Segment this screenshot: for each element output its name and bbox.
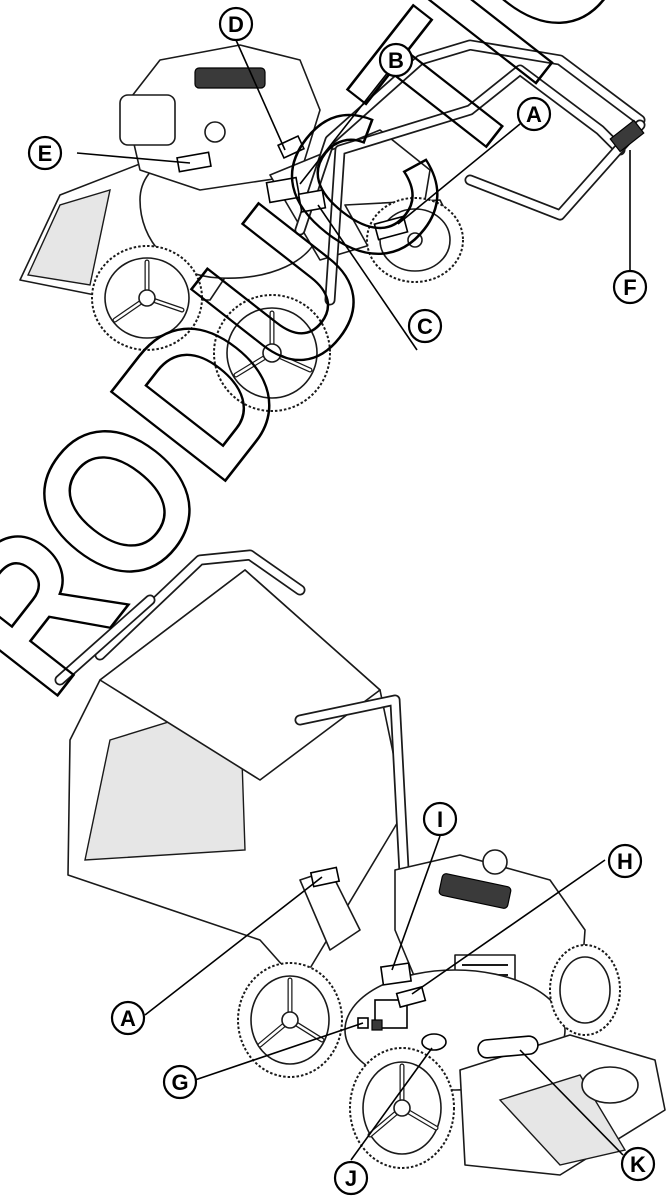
callout-K: K [620,1146,656,1182]
svg-text:I: I [437,807,443,832]
top-fuel-tank [119,94,176,146]
callout-I: I [422,801,458,837]
top-handle-control [609,119,645,153]
svg-text:D: D [228,12,244,37]
circled-letter-icon [612,269,648,305]
circled-letter-icon [333,1160,369,1196]
bottom-wheel-rear-left [237,962,343,1078]
callout-G: G [162,1064,198,1100]
top-nozzle-shade [26,188,111,286]
bottom-leader-lines [144,835,624,1161]
circled-letter-icon [607,843,643,879]
decal-A-bottom [309,866,341,888]
svg-text:B: B [388,48,404,73]
bottom-wheel-right [549,944,621,1036]
top-vacuum-illustration [19,39,646,412]
callout-F: F [612,269,648,305]
bottom-wheel-front-left [349,1047,455,1169]
bottom-fuel-cap [482,849,508,875]
decal-G-icon [371,1019,383,1031]
callout-B: B [378,42,414,78]
circled-letter-icon [110,1000,146,1036]
watermark-text: RODUCTION [0,0,670,734]
svg-text:G: G [171,1070,188,1095]
top-engine-fins [194,67,266,89]
watermark: RODUCTION [0,0,670,734]
svg-text:A: A [526,102,542,127]
svg-text:E: E [38,141,53,166]
callout-A-bottom: A [110,1000,146,1036]
circled-letter-icon [516,96,552,132]
callout-D: D [218,6,254,42]
decal-I-bottom [379,962,413,986]
top-wheel-front-right [213,294,331,412]
bottom-engine-fins [438,873,512,909]
decal-E-top [176,151,212,173]
top-leader-lines [76,39,631,351]
top-engine-block [124,44,321,191]
nozzle-intake [581,1066,639,1104]
collection-bag-top-panel [99,569,381,781]
circled-letter-icon [620,1146,656,1182]
callout-J: J [333,1160,369,1196]
svg-text:J: J [345,1166,357,1191]
top-fuel-cap [204,121,226,143]
svg-text:A: A [120,1006,136,1031]
svg-text:K: K [630,1152,646,1177]
svg-text:C: C [417,314,433,339]
svg-text:F: F [623,275,636,300]
circled-letter-icon [422,801,458,837]
callout-C: C [407,308,443,344]
circled-letter-icon [407,308,443,344]
bottom-vacuum-illustration [54,549,666,1176]
svg-text:H: H [617,849,633,874]
circled-letter-icon [27,135,63,171]
circled-letter-icon [218,6,254,42]
circled-letter-icon [378,42,414,78]
decal-B-top [265,176,301,204]
top-wheel-front-left [91,245,203,351]
decal-H-bottom [395,985,427,1009]
callout-H: H [607,843,643,879]
circled-letter-icon [162,1064,198,1100]
decal-D-top [277,134,305,160]
callout-A-top: A [516,96,552,132]
decal-J-bottom [421,1033,447,1051]
callout-E: E [27,135,63,171]
